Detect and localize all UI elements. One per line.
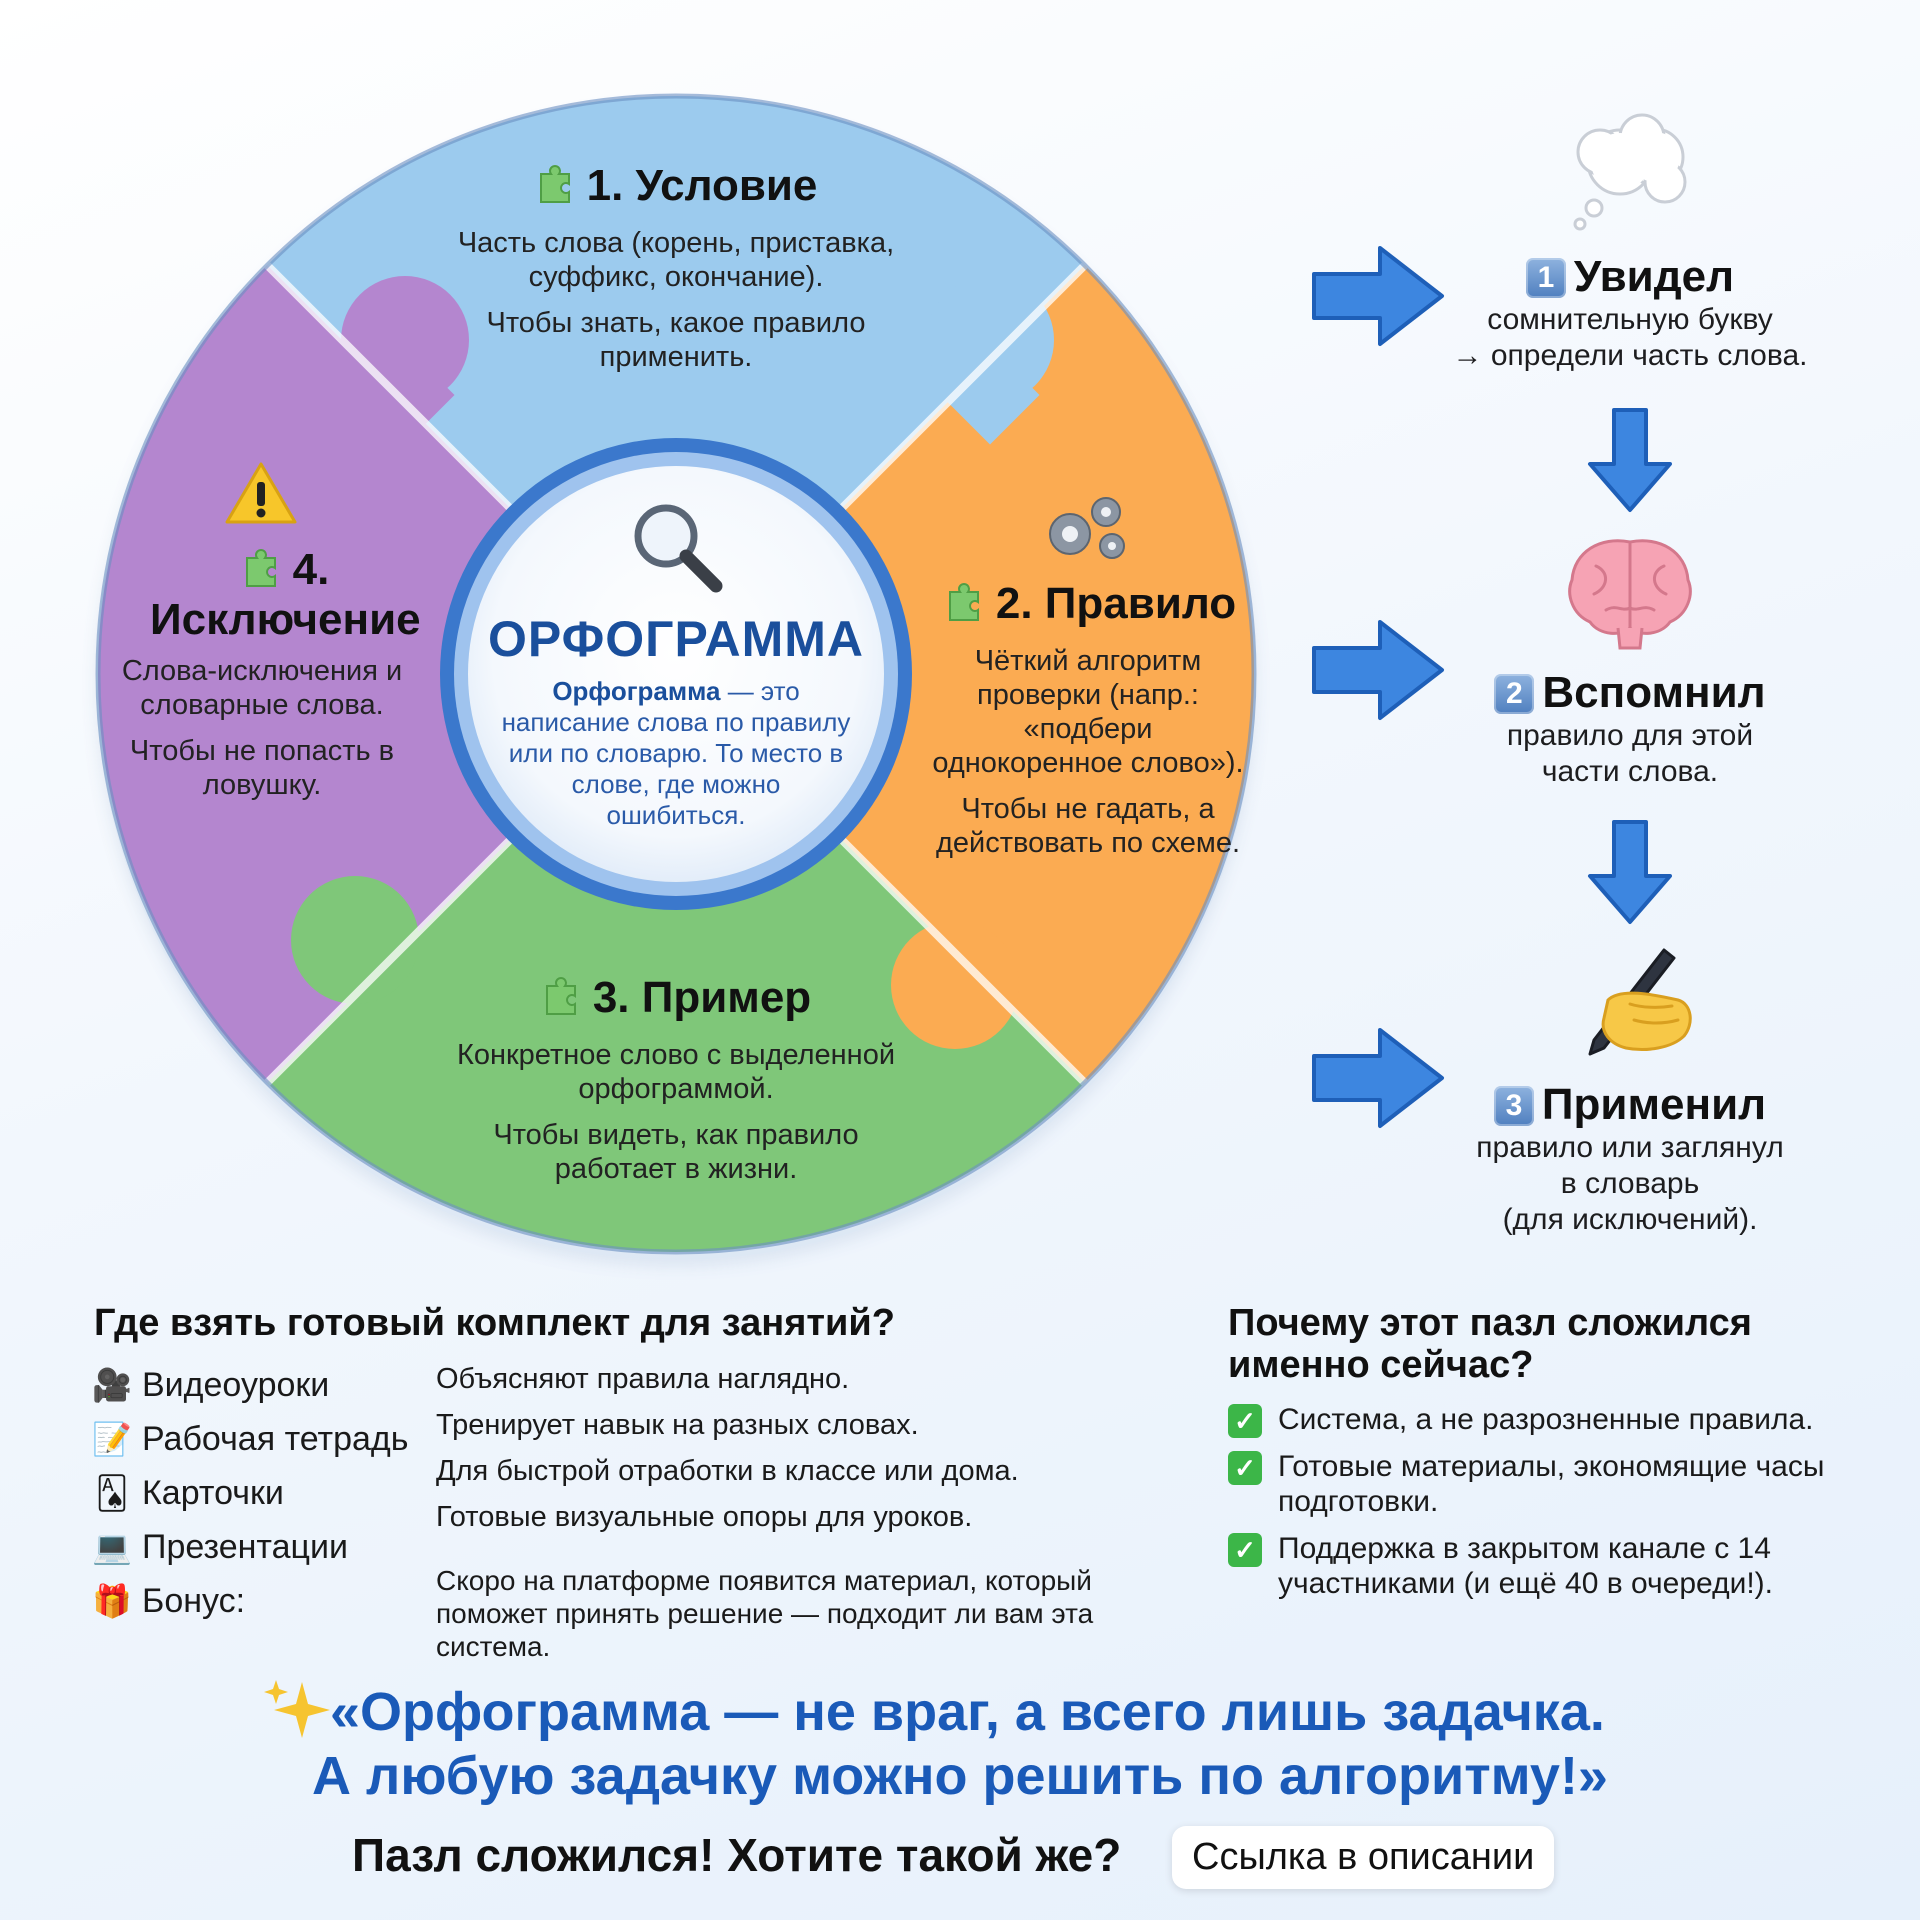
- down-arrow-icon: [1588, 408, 1672, 512]
- center-definition-term: Орфограмма: [552, 676, 721, 706]
- sparkles-icon: [264, 1680, 330, 1738]
- why-title: Почему этот пазл сложился именно сейчас?: [1228, 1302, 1752, 1386]
- kit-list: 🎥Видеоуроки 📝Рабочая тетрадь 🂡Карточки 💻…: [92, 1358, 409, 1628]
- step-1-line2: → определи часть слова.: [1452, 339, 1808, 372]
- why-item: ✓Готовые материалы, экономящие часы подг…: [1228, 1449, 1888, 1519]
- step-3-line3: (для исключений).: [1502, 1203, 1758, 1236]
- center-definition-text: — это написание слова по правилу или по …: [501, 676, 851, 830]
- kit-descriptions: Объясняют правила наглядно. Тренирует на…: [436, 1356, 1019, 1540]
- gift-icon: 🎁: [92, 1583, 132, 1619]
- step-1-line1: сомнительную букву: [1487, 303, 1773, 336]
- why-item: ✓Система, а не разрозненные правила.: [1228, 1402, 1888, 1438]
- puzzle-piece-icon: [539, 165, 570, 203]
- brain-icon: [1568, 539, 1692, 650]
- kit-desc-video: Объясняют правила наглядно.: [436, 1363, 850, 1395]
- example-desc: Конкретное слово с выделенной орфограммо…: [456, 1039, 896, 1105]
- kit-title: Где взять готовый комплект для занятий?: [94, 1302, 895, 1344]
- writing-hand-icon: [1588, 948, 1692, 1056]
- step-3-line1: правило или заглянул: [1476, 1131, 1784, 1164]
- why-item: ✓Поддержка в закрытом канале с 14 участн…: [1228, 1531, 1888, 1601]
- link-button[interactable]: Ссылка в описании: [1172, 1826, 1555, 1889]
- step-2-line1: правило для этой: [1506, 719, 1754, 752]
- example-text: Конкретное слово с выделенной орфограммо…: [456, 1038, 896, 1198]
- exception-text: Слова-исключения и словарные слова. Чтоб…: [112, 654, 412, 814]
- down-arrow-icon: [1588, 820, 1672, 924]
- step-2-line2: части слова.: [1541, 755, 1719, 788]
- center-definition: Орфограмма — это написание слова по прав…: [500, 676, 852, 831]
- kit-item-presentations: 💻Презентации: [92, 1520, 409, 1574]
- puzzle-piece-icon: [245, 549, 276, 587]
- kit-item-cards: 🂡Карточки: [92, 1466, 409, 1520]
- exception-title: 4. Исключение: [150, 545, 421, 644]
- kit-item-video: 🎥Видеоуроки: [92, 1358, 409, 1412]
- example-title: 3. Пример: [476, 972, 876, 1023]
- video-camera-icon: 🎥: [92, 1367, 132, 1403]
- quote-line-1: «Орфограмма — не враг, а всего лишь зада…: [330, 1682, 1605, 1742]
- puzzle-piece-icon: [545, 977, 576, 1015]
- kit-item-workbook: 📝Рабочая тетрадь: [92, 1412, 408, 1466]
- rule-title: 2. Правило: [930, 578, 1250, 629]
- right-arrow-icon: [1312, 1028, 1444, 1128]
- exception-purpose: Чтобы не попасть в ловушку.: [129, 735, 395, 801]
- warning-icon: [225, 462, 297, 524]
- rule-text: Чёткий алгоритм проверки (напр.: «подбер…: [928, 644, 1248, 872]
- puzzle-circle: [95, 93, 1257, 1260]
- why-list: ✓Система, а не разрозненные правила. ✓Го…: [1228, 1402, 1888, 1613]
- gears-icon: [1049, 497, 1125, 559]
- right-arrow-icon: [1312, 620, 1444, 720]
- condition-purpose: Чтобы знать, какое правило применить.: [486, 307, 866, 373]
- rule-purpose: Чтобы не гадать, а действовать по схеме.: [935, 793, 1241, 859]
- right-arrow-icon: [1312, 246, 1444, 346]
- kit-desc-cards: Для быстрой отработки в классе или дома.: [436, 1455, 1019, 1487]
- check-icon: ✓: [1228, 1451, 1262, 1485]
- condition-title: 1. Условие: [476, 160, 876, 211]
- kit-desc-presentations: Готовые визуальные опоры для уроков.: [436, 1501, 973, 1533]
- cta-text: Пазл сложился! Хотите такой же?: [352, 1829, 1122, 1881]
- kit-desc-workbook: Тренирует навык на разных словах.: [436, 1409, 919, 1441]
- kit-desc-bonus: Скоро на платформе появится материал, ко…: [436, 1565, 1094, 1662]
- puzzle-piece-icon: [948, 583, 979, 621]
- magnifier-icon: [634, 504, 723, 593]
- center-title: ОРФОГРАММА: [488, 611, 864, 667]
- check-icon: ✓: [1228, 1404, 1262, 1438]
- check-icon: ✓: [1228, 1533, 1262, 1567]
- step-3-line2: в словарь: [1560, 1167, 1700, 1200]
- notebook-icon: 📝: [92, 1421, 132, 1457]
- exception-desc: Слова-исключения и словарные слова.: [121, 655, 403, 721]
- cards-icon: 🂡: [95, 1475, 129, 1511]
- condition-text: Часть слова (корень, приставка, суффикс,…: [436, 226, 916, 386]
- laptop-icon: 💻: [92, 1529, 132, 1565]
- thought-bubble-icon: [1573, 113, 1687, 231]
- rule-desc: Чёткий алгоритм проверки (напр.: «подбер…: [932, 645, 1244, 779]
- quote-line-2: А любую задачку можно решить по алгоритм…: [312, 1746, 1608, 1806]
- condition-desc: Часть слова (корень, приставка, суффикс,…: [457, 227, 895, 293]
- kit-item-bonus: 🎁Бонус:: [92, 1574, 409, 1628]
- example-purpose: Чтобы видеть, как правило работает в жиз…: [493, 1119, 859, 1185]
